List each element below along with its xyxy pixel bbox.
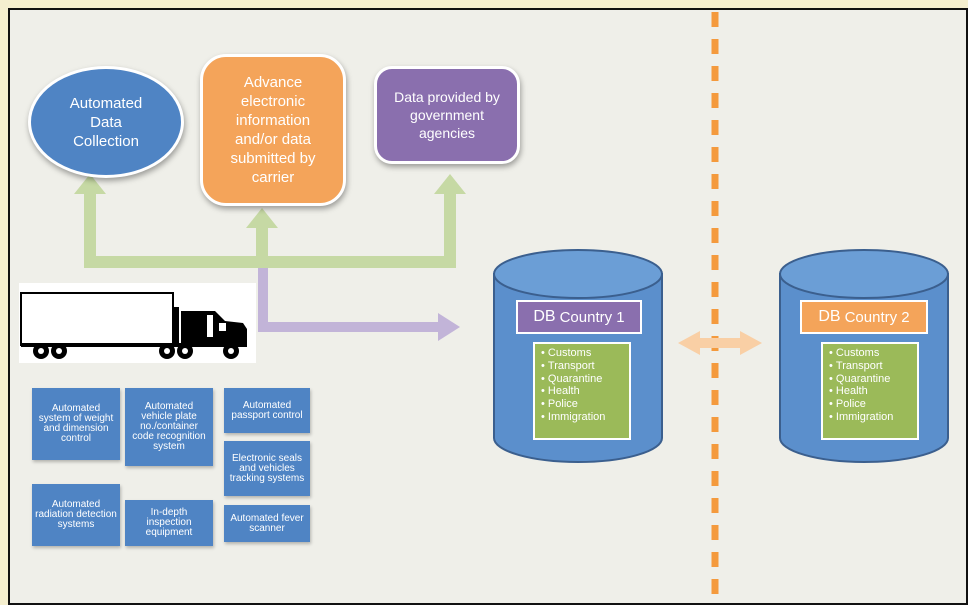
- list-item: Transport: [829, 360, 911, 373]
- advance-info-label: Advance electronic information and/or da…: [230, 74, 316, 186]
- green-right-stem: [444, 190, 456, 268]
- automated-data-collection-node: Automated Data Collection: [28, 66, 184, 178]
- list-item: Customs: [541, 347, 623, 360]
- list-item: Police: [829, 398, 911, 411]
- government-data-label: Data provided by government agencies: [394, 89, 500, 141]
- db-country-1-prefix: DB: [533, 308, 556, 325]
- purple-arrowhead: [438, 313, 460, 341]
- db-country-2-cylinder: DB Country 2 Customs Transport Quarantin…: [778, 248, 950, 464]
- list-item: Police: [541, 398, 623, 411]
- list-item: Immigration: [829, 411, 911, 424]
- purple-horizontal-bar: [258, 322, 442, 332]
- db-country-2-prefix: DB: [818, 308, 841, 325]
- green-arrowhead-right: [434, 174, 466, 194]
- green-center-stem: [256, 224, 268, 268]
- inspection-equipment-box: In-depth inspection equipment: [125, 500, 213, 546]
- electronic-seals-label: Electronic seals and vehicles tracking s…: [229, 452, 305, 484]
- list-item: Transport: [541, 360, 623, 373]
- green-left-stem: [84, 190, 96, 268]
- radiation-detection-label: Automated radiation detection systems: [35, 499, 117, 530]
- list-item: Health: [541, 385, 623, 398]
- purple-vertical-bar: [258, 268, 268, 332]
- plate-recognition-label: Automated vehicle plate no./container co…: [132, 401, 206, 452]
- db-country-1-name: Country 1: [559, 308, 625, 326]
- government-data-node: Data provided by government agencies: [374, 66, 520, 164]
- purple-connector: [258, 268, 460, 341]
- fever-scanner-label: Automated fever scanner: [230, 512, 304, 534]
- electronic-seals-box: Electronic seals and vehicles tracking s…: [224, 441, 310, 496]
- passport-control-box: Automated passport control: [224, 388, 310, 433]
- passport-control-label: Automated passport control: [231, 399, 303, 421]
- list-item: Immigration: [541, 411, 623, 424]
- green-horizontal-bar: [84, 256, 456, 268]
- weight-dimension-control-box: Automated system of weight and dimension…: [32, 388, 120, 460]
- radiation-detection-box: Automated radiation detection systems: [32, 484, 120, 546]
- db-country-2-agency-list: Customs Transport Quarantine Health Poli…: [821, 342, 919, 440]
- green-arrowhead-center: [246, 208, 278, 228]
- db-country-2-label: DB Country 2: [800, 300, 928, 334]
- plate-recognition-box: Automated vehicle plate no./container co…: [125, 388, 213, 466]
- automated-data-collection-label: Automated Data Collection: [69, 94, 143, 150]
- list-item: Health: [829, 385, 911, 398]
- db-country-1-label: DB Country 1: [516, 300, 642, 334]
- green-connector: [74, 174, 466, 268]
- list-item: Quarantine: [541, 373, 623, 386]
- diagram-slide: Automated Data Collection Advance electr…: [8, 8, 968, 605]
- list-item: Customs: [829, 347, 911, 360]
- db-country-2-name: Country 2: [844, 308, 910, 326]
- db-country-1-cylinder: DB Country 1 Customs Transport Quarantin…: [492, 248, 664, 464]
- advance-info-node: Advance electronic information and/or da…: [200, 54, 346, 206]
- weight-dimension-control-label: Automated system of weight and dimension…: [38, 403, 114, 444]
- connector-layer: [74, 12, 762, 603]
- inspection-equipment-label: In-depth inspection equipment: [145, 507, 193, 538]
- db-country-1-agency-list: Customs Transport Quarantine Health Poli…: [533, 342, 631, 440]
- list-item: Quarantine: [829, 373, 911, 386]
- exchange-double-arrow: [678, 331, 762, 355]
- green-arrowhead-left: [74, 174, 106, 194]
- truck-icon: [19, 283, 256, 363]
- fever-scanner-box: Automated fever scanner: [224, 505, 310, 542]
